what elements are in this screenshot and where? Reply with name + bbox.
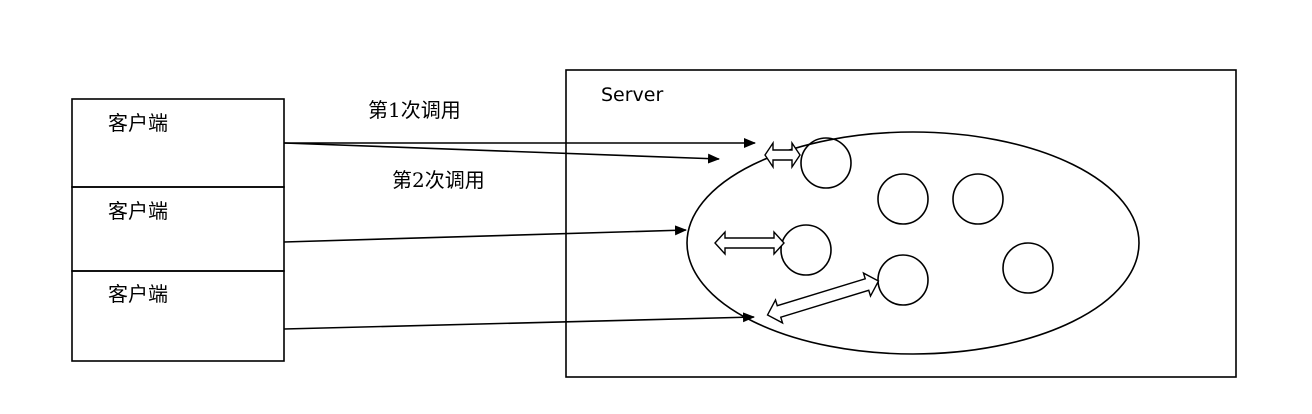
client-label-1: 客户端 [108,111,168,135]
double-arrow-3 [766,271,880,325]
call-arrow-4 [283,312,755,330]
call-label-1: 第1次调用 [368,98,461,122]
call-arrow-3 [283,225,687,243]
double-arrow-2 [714,230,785,256]
worker-circle-5 [877,254,929,306]
client-box-2 [71,186,285,272]
worker-circle-2 [877,173,929,225]
client-label-2: 客户端 [108,199,168,223]
server-label: Server [601,84,663,106]
call-arrow-2 [283,142,720,164]
worker-circle-3 [952,173,1004,225]
pool-ellipse [686,131,1140,355]
client-label-3: 客户端 [108,282,168,306]
client-box-1 [71,98,285,188]
worker-circle-6 [1002,242,1054,294]
double-arrow-1 [764,140,801,170]
worker-circle-4 [780,224,832,276]
server-box [565,69,1237,378]
call-label-2: 第2次调用 [392,168,485,192]
client-box-3 [71,270,285,362]
client-stack: 客户端 客户端 客户端 [71,98,285,362]
worker-circle-1 [800,137,852,189]
